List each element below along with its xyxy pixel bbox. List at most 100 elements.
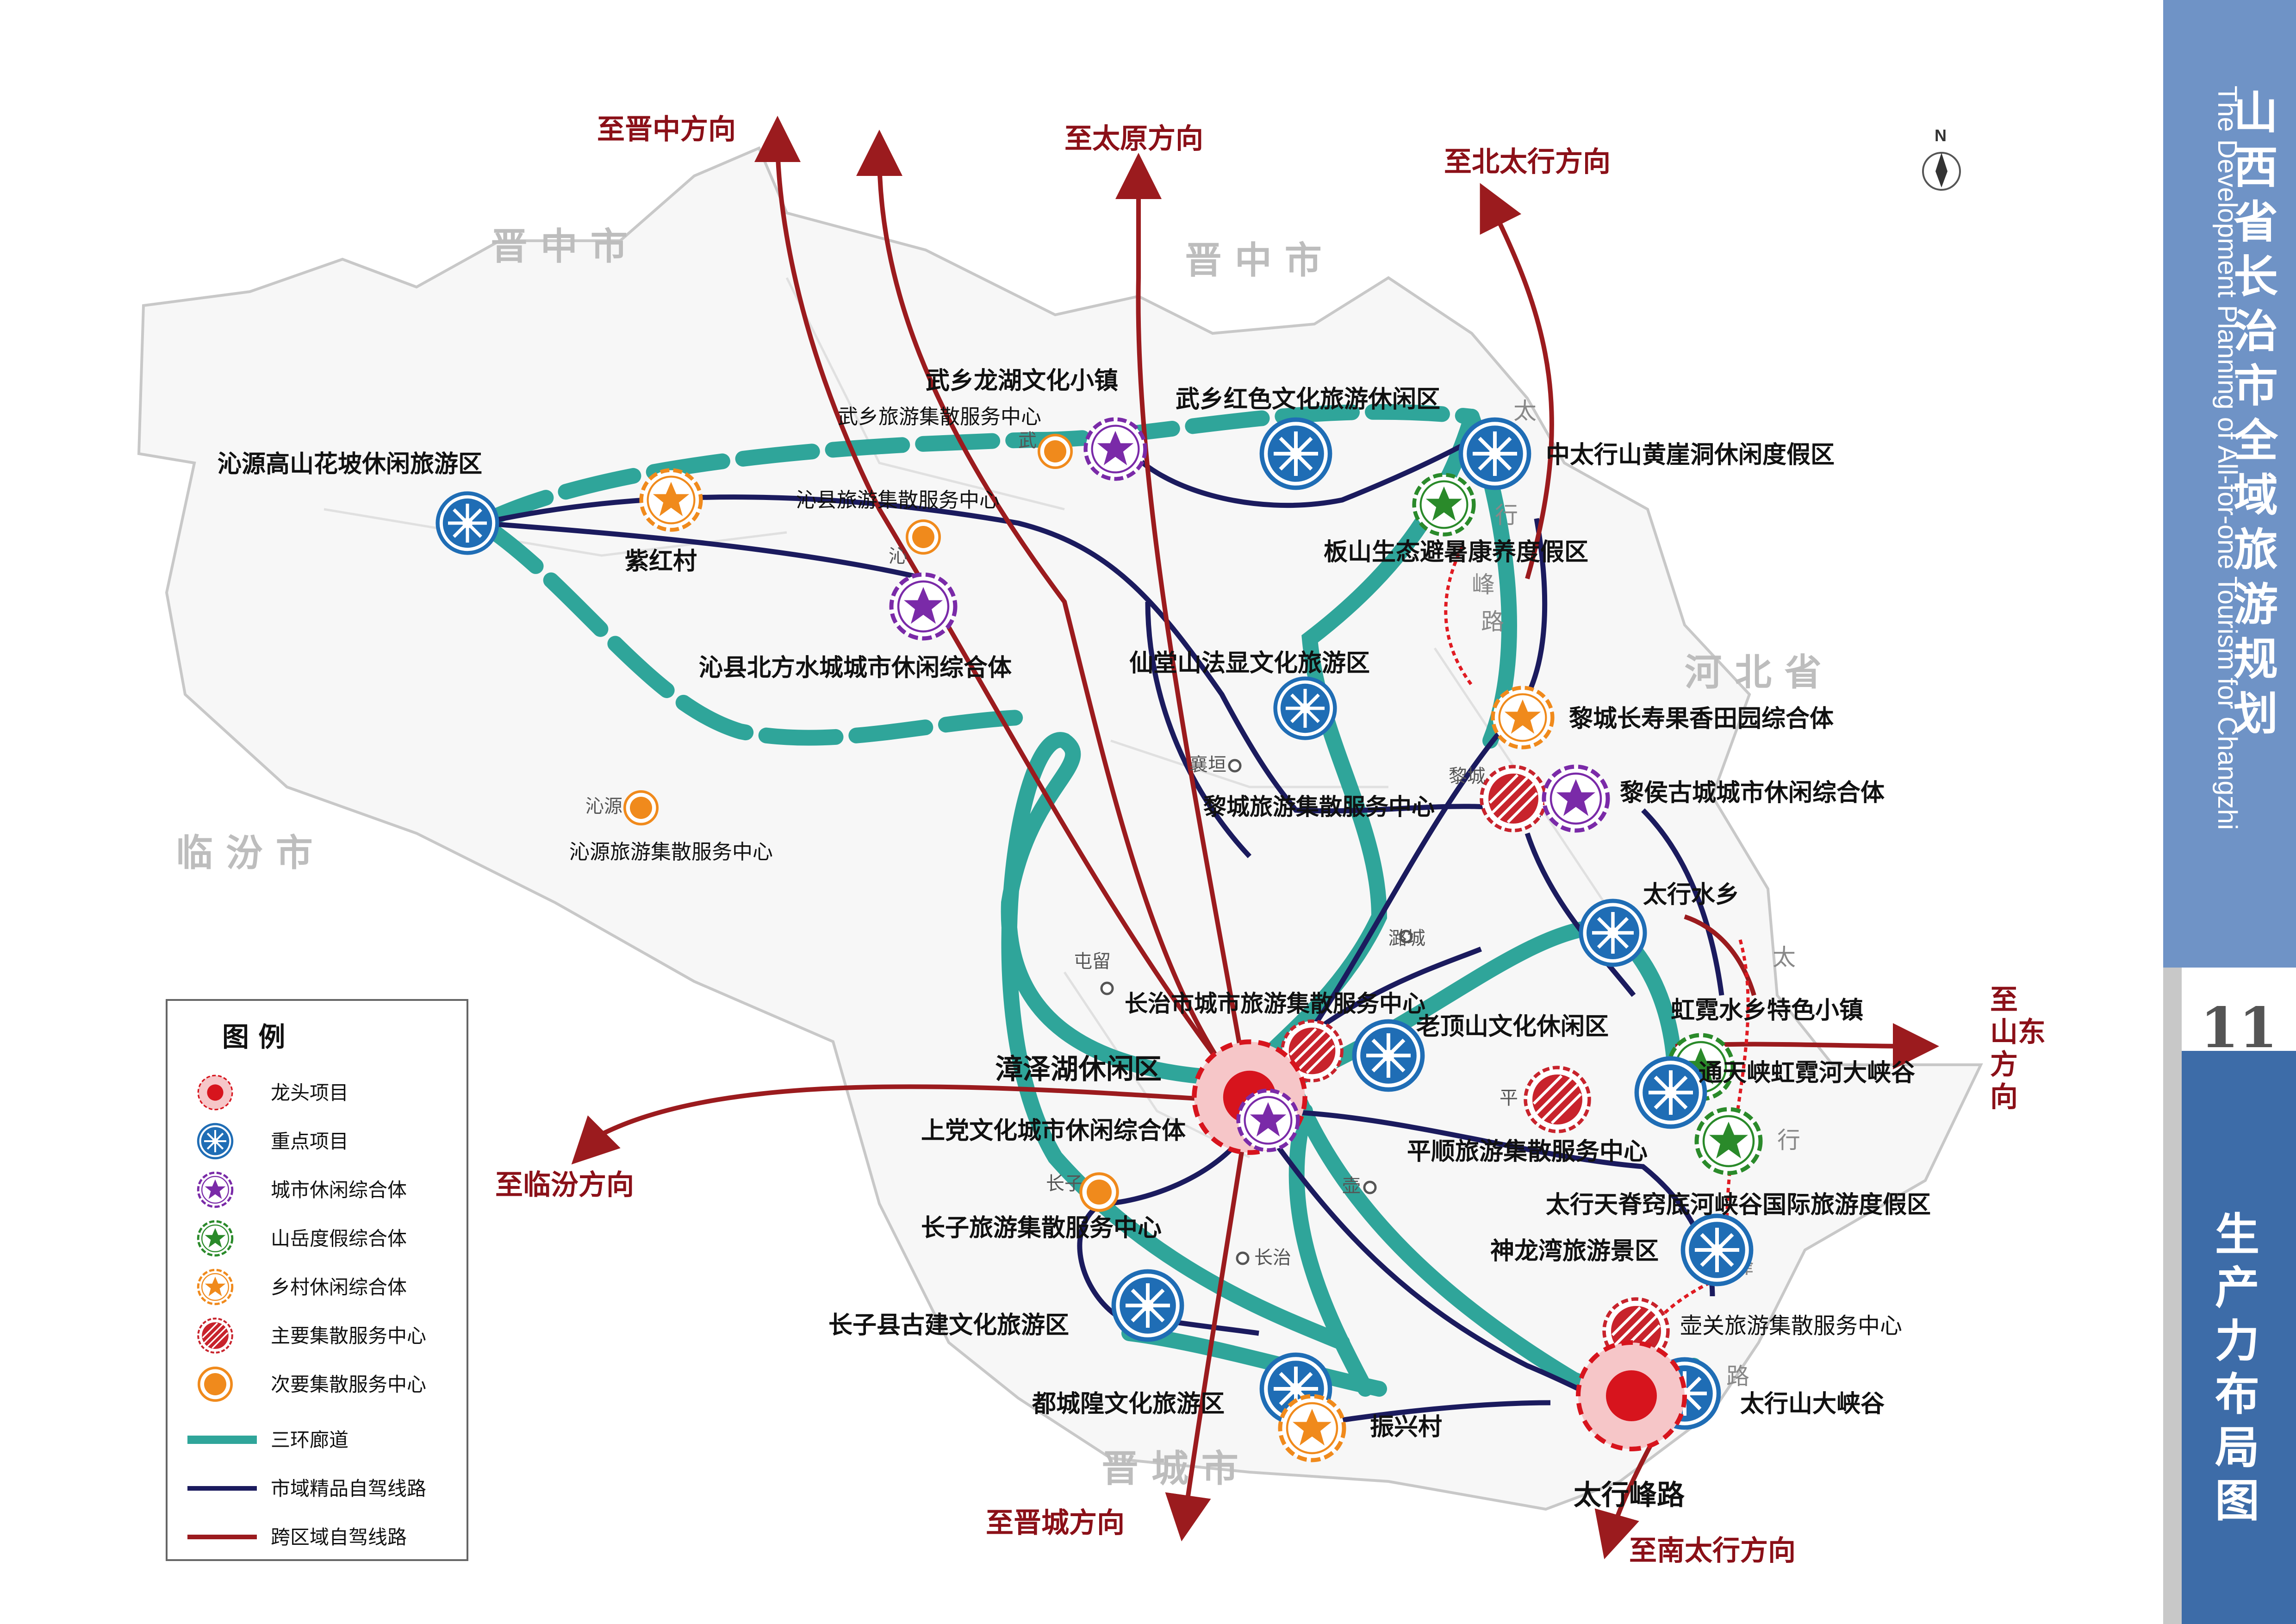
selfdrive-routes (480, 433, 1724, 1429)
route-char-feng-1: 峰 (1472, 571, 1495, 598)
legend-item-city: 城市休闲综合体 (271, 1179, 407, 1201)
label-tianji: 太行天脊窍底河峡谷国际旅游度假区 (1546, 1191, 1931, 1219)
marker-tongtian (1697, 1109, 1761, 1173)
label-shenlongwan: 神龙湾旅游景区 (1490, 1237, 1659, 1265)
taihang-peak-road (1444, 545, 1750, 1343)
label-banshan: 板山生态避暑康养度假区 (1324, 538, 1588, 566)
label-licheng-longevity: 黎城长寿果香田园综合体 (1569, 705, 1834, 733)
marker-zhongtaihang (1461, 419, 1529, 487)
sidebar-chapter-panel: 生产力布局图 (2182, 1051, 2296, 1624)
dir-shandong-char-2: 山东 (1990, 1016, 2046, 1049)
marker-shenlongwan (1683, 1216, 1751, 1284)
town-qin: 沁 (889, 546, 907, 567)
legend-item-secondary-center: 次要集散服务中心 (271, 1373, 426, 1396)
dir-shandong-char-3: 方 (1990, 1049, 2018, 1081)
marker-licheng-center (1481, 767, 1545, 831)
marker-qinyuan-flower (438, 493, 498, 553)
marker-tianji (1636, 1058, 1705, 1126)
marker-zihong (641, 470, 701, 530)
route-char-tai-2: 太 (1773, 944, 1796, 971)
legend-title: 图 例 (222, 1021, 285, 1053)
label-huguan-center: 壶关旅游集散服务中心 (1680, 1313, 1902, 1339)
label-qinyuan-center: 沁源旅游集散服务中心 (569, 840, 773, 864)
town-li: 黎城 (1449, 766, 1486, 787)
label-zhangzi-ancient: 长子县古建文化旅游区 (828, 1312, 1069, 1339)
sidebar-chinese-title: 山西省长治市全域旅游规划 (2234, 87, 2278, 740)
neighbor-jinzhong-east: 晋 中 市 (1185, 238, 1322, 282)
route-char-xing-2: 行 (1777, 1127, 1800, 1154)
legend-item-mountain: 山岳度假综合体 (271, 1227, 407, 1250)
town-changzhi: 长治 (1254, 1247, 1291, 1268)
sidebar-english-subtitle: The Development Planning of All-for-one … (2212, 86, 2242, 830)
marker-wuxiang-longhu (1086, 419, 1145, 479)
dir-north-taihang: 至北太行方向 (1444, 146, 1611, 178)
label-hongni: 虹霓水乡特色小镇 (1671, 997, 1863, 1024)
town-hu: 壶 (1342, 1175, 1361, 1197)
label-changzhi-center: 长治市城市旅游集散服务中心 (1125, 990, 1425, 1017)
route-char-xing-1: 行 (1495, 502, 1518, 529)
marker-taihang-peak (1578, 1343, 1685, 1449)
marker-zhenxing (1280, 1396, 1344, 1460)
label-lihou: 黎侯古城城市休闲综合体 (1620, 779, 1885, 807)
legend-icon-flagship (197, 1074, 233, 1111)
marker-laoding (1354, 1021, 1422, 1089)
legend-icon-main-center (197, 1318, 233, 1354)
legend-item-crossregion: 跨区域自驾线路 (271, 1526, 407, 1549)
label-zihong: 紫红村 (625, 548, 697, 575)
town-wu: 武 (1018, 430, 1037, 451)
dir-linfen: 至临汾方向 (495, 1169, 634, 1201)
town-markers (1100, 759, 1413, 1265)
town-xiangyuan: 襄垣 (1189, 754, 1226, 775)
label-qinxian-center: 沁县旅游集散服务中心 (796, 488, 1000, 512)
dir-shandong-char-1: 至 (1990, 984, 2018, 1016)
sidebar: The Development Planning of All-for-one … (2163, 0, 2296, 1624)
neighbor-jincheng: 晋 城 市 (1101, 1447, 1238, 1490)
marker-wuxiang-red (1262, 419, 1330, 487)
dir-jincheng: 至晋城方向 (986, 1507, 1125, 1539)
label-pingshun-center: 平顺旅游集散服务中心 (1407, 1138, 1648, 1166)
label-zhangzi-center: 长子旅游集散服务中心 (921, 1214, 1162, 1242)
label-tongtian: 通天峡虹霓河大峡谷 (1699, 1059, 1915, 1087)
legend-icon-mountain (198, 1221, 232, 1255)
north-compass: N (1922, 126, 1961, 191)
region-inner-borders (324, 277, 1621, 1159)
marker-lihou (1544, 767, 1608, 831)
town-ping: 平 (1500, 1087, 1518, 1109)
legend-item-key: 重点项目 (271, 1130, 348, 1153)
marker-zhangzi-center (1081, 1174, 1117, 1210)
route-char-tai-1: 太 (1513, 398, 1537, 425)
marker-qinxian-center (907, 521, 940, 553)
label-taihang-peak: 太行峰路 (1574, 1479, 1685, 1512)
legend-item-flagship: 龙头项目 (271, 1081, 348, 1104)
label-laoding: 老顶山文化休闲区 (1416, 1013, 1609, 1041)
marker-shangdang (1238, 1091, 1298, 1150)
neighbor-jinzhong-west: 晋 中 市 (491, 225, 628, 268)
compass-n-label: N (1935, 126, 1947, 145)
legend-icon-secondary-center (199, 1368, 231, 1400)
sidebar-title-panel: The Development Planning of All-for-one … (2163, 0, 2296, 968)
legend-item-corridor: 三环廊道 (271, 1429, 348, 1451)
neighbor-hebei: 河 北 省 (1685, 650, 1822, 694)
page-number: 11 (2200, 995, 2277, 1061)
label-qinyuan-flower: 沁源高山花坡休闲旅游区 (218, 450, 482, 478)
legend-icon-village (198, 1270, 232, 1304)
town-tunliu: 屯留 (1074, 951, 1111, 972)
marker-licheng-longevity (1493, 688, 1553, 748)
legend-item-main-center: 主要集散服务中心 (271, 1324, 426, 1347)
cross-region-routes (571, 116, 1939, 1560)
route-char-lu-2: 路 (1726, 1363, 1749, 1390)
neighbor-linfen: 临 汾 市 (176, 831, 313, 874)
label-zhenxing: 振兴村 (1370, 1413, 1442, 1441)
legend-item-village: 乡村休闲综合体 (271, 1276, 407, 1299)
chapter-title: 生产力布局图 (2215, 1209, 2259, 1527)
marker-banshan (1414, 475, 1474, 535)
dir-shandong-char-4: 向 (1990, 1081, 2018, 1113)
dir-jinzhong: 至晋中方向 (597, 113, 736, 146)
marker-taihang-water (1581, 901, 1645, 965)
legend: 图 例 龙头项目 重点项目 城市休闲综合体 山岳度假综合体 乡村休闲综合体 主要… (166, 999, 468, 1561)
label-taihang-water: 太行水乡 (1643, 881, 1739, 909)
route-char-lu-1: 路 (1481, 608, 1504, 635)
legend-item-selfdrive: 市域精品自驾线路 (271, 1477, 426, 1500)
marker-pingshun-center (1525, 1068, 1589, 1131)
